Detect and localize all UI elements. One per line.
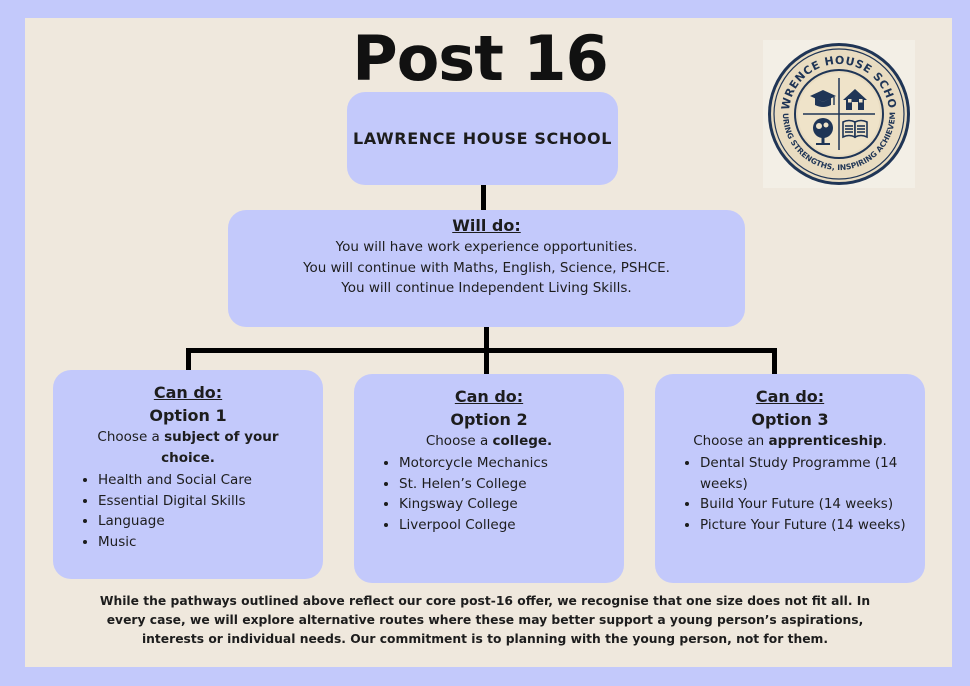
option-1-choose-bold: subject of your choice. xyxy=(161,429,279,466)
option-3-choose-suffix: . xyxy=(882,433,887,449)
option-3-box: Can do: Option 3 Choose an apprenticeshi… xyxy=(655,374,925,583)
school-logo: LAWRENCE HOUSE SCHOOL NURTURING STRENGTH… xyxy=(758,30,915,188)
option-1-choose-prefix: Choose a xyxy=(97,429,165,445)
footer-note: While the pathways outlined above reflec… xyxy=(99,594,871,646)
option-3-title: Option 3 xyxy=(751,410,829,429)
option-2-choose: Choose a college. xyxy=(364,431,614,452)
connector-option1 xyxy=(186,348,191,372)
tree-icon xyxy=(813,118,833,145)
will-do-line: You will continue with Maths, English, S… xyxy=(303,259,670,276)
option-2-can-do: Can do: xyxy=(454,387,524,406)
list-item: Language xyxy=(98,511,313,532)
will-do-line: You will continue Independent Living Ski… xyxy=(341,280,632,296)
option-2-list: Motorcycle Mechanics St. Helen’s College… xyxy=(364,453,614,536)
school-seal: LAWRENCE HOUSE SCHOOL NURTURING STRENGTH… xyxy=(758,30,910,185)
page-title: Post 16 xyxy=(352,22,608,95)
option-3-choose-bold: apprenticeship xyxy=(768,433,883,449)
list-item: Build Your Future (14 weeks) xyxy=(700,494,915,515)
will-do-heading: Will do: xyxy=(452,216,521,235)
will-do-line: You will have work experience opportunit… xyxy=(335,239,638,255)
option-3-choose-prefix: Choose an xyxy=(693,433,769,449)
list-item: Picture Your Future (14 weeks) xyxy=(700,515,915,536)
will-do-box: Will do: You will have work experience o… xyxy=(228,210,745,327)
graduation-cap-icon xyxy=(810,90,836,107)
option-3-choose: Choose an apprenticeship. xyxy=(665,431,915,452)
list-item: Kingsway College xyxy=(399,494,614,515)
option-2-choose-prefix: Choose a xyxy=(425,433,493,449)
option-3-list: Dental Study Programme (14 weeks) Build … xyxy=(665,453,915,536)
school-box: LAWRENCE HOUSE SCHOOL xyxy=(347,92,618,185)
list-item: Liverpool College xyxy=(399,515,614,536)
school-box-label: LAWRENCE HOUSE SCHOOL xyxy=(352,129,613,148)
option-1-title: Option 1 xyxy=(149,406,227,425)
list-item: Motorcycle Mechanics xyxy=(399,453,614,474)
option-1-can-do: Can do: xyxy=(153,383,223,402)
option-3-can-do: Can do: xyxy=(755,387,825,406)
option-2-box: Can do: Option 2 Choose a college. Motor… xyxy=(354,374,624,583)
option-2-choose-bold: college. xyxy=(492,433,553,449)
list-item: Music xyxy=(98,532,313,553)
list-item: Dental Study Programme (14 weeks) xyxy=(700,453,915,494)
list-item: St. Helen’s College xyxy=(399,474,614,495)
connector-horizontal xyxy=(186,348,777,353)
connector-school-to-will xyxy=(481,185,486,210)
option-1-list: Health and Social Care Essential Digital… xyxy=(63,470,313,553)
connector-will-down xyxy=(484,327,489,351)
option-2-title: Option 2 xyxy=(450,410,528,429)
connector-option2 xyxy=(484,348,489,374)
list-item: Health and Social Care xyxy=(98,470,313,491)
option-1-choose: Choose a subject of your choice. xyxy=(63,427,313,469)
open-book-icon xyxy=(842,119,868,139)
house-icon xyxy=(843,89,867,110)
connector-option3 xyxy=(772,348,777,374)
option-1-box: Can do: Option 1 Choose a subject of you… xyxy=(53,370,323,579)
list-item: Essential Digital Skills xyxy=(98,491,313,512)
